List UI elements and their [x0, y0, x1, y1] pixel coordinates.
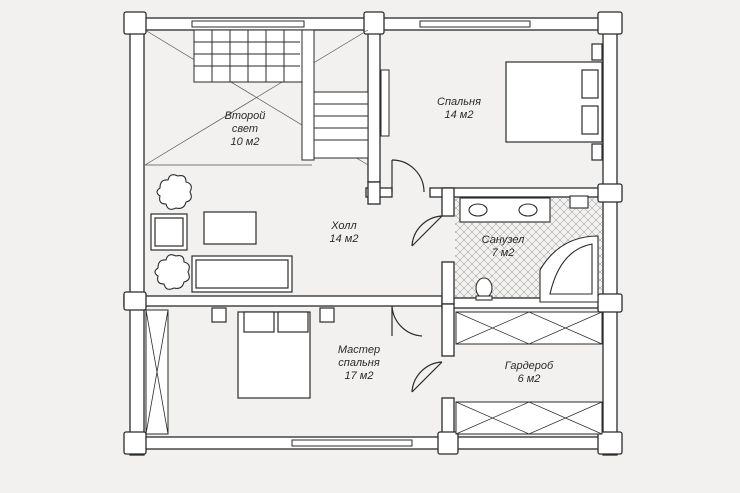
bedroom-name: Спальня — [437, 96, 481, 108]
room-label-master-bedroom: Мастер спальня 17 м2 — [326, 344, 392, 383]
door-wardrobe — [411, 361, 443, 393]
second-light-name-line2: свет — [231, 123, 259, 135]
room-label-second-light: Второй свет 10 м2 — [215, 110, 275, 149]
second-light-name-line1: Второй — [224, 110, 266, 122]
bathroom-name: Санузел — [481, 234, 525, 246]
coffee-table — [203, 211, 257, 245]
master-bed — [211, 307, 335, 399]
wardrobe-area: 6 м2 — [517, 373, 541, 385]
room-label-bathroom: Санузел 7 м2 — [470, 234, 536, 260]
window-bottom — [291, 439, 413, 447]
wardrobe-name: Гардероб — [504, 360, 554, 372]
window-top-right — [419, 20, 531, 28]
window-top-left — [191, 20, 305, 28]
second-light-area: 10 м2 — [230, 136, 260, 148]
wall-vertical-stub — [367, 181, 381, 205]
outer-wall-left — [129, 13, 145, 456]
master-bedroom-name-line1: Мастер — [337, 344, 381, 356]
hall-name: Холл — [331, 220, 357, 232]
door-bathroom — [411, 215, 443, 247]
window-bedroom-interior — [380, 69, 390, 137]
bedroom-bed — [505, 43, 603, 161]
room-label-bedroom: Спальня 14 м2 — [422, 96, 496, 122]
wall-hall-master — [123, 295, 445, 307]
hall-furniture — [150, 211, 293, 293]
wall-hall-bath-lower — [441, 261, 455, 305]
room-label-hall: Холл 14 м2 — [314, 220, 374, 246]
windows — [145, 20, 531, 447]
wall-master-wardrobe-upper — [441, 303, 455, 357]
master-bedroom-name-line2: спальня — [338, 357, 380, 369]
doors — [391, 159, 443, 393]
wall-vertical-upper — [367, 13, 381, 183]
plants — [154, 174, 192, 290]
wardrobe-shelves — [455, 311, 603, 435]
log-ends — [123, 11, 623, 455]
bathroom-fixtures — [459, 195, 599, 303]
hall-area: 14 м2 — [329, 233, 359, 245]
outer-wall-right — [602, 13, 618, 456]
wall-bedroom-bottom — [429, 187, 621, 198]
bathroom-area: 7 м2 — [491, 247, 515, 259]
room-label-wardrobe: Гардероб 6 м2 — [494, 360, 564, 386]
master-bedroom-area: 17 м2 — [344, 370, 374, 382]
staircase — [193, 29, 369, 161]
wall-hall-bath-upper — [441, 187, 455, 217]
door-bedroom — [391, 159, 425, 193]
door-master — [391, 305, 423, 337]
bedroom-area: 14 м2 — [444, 109, 474, 121]
